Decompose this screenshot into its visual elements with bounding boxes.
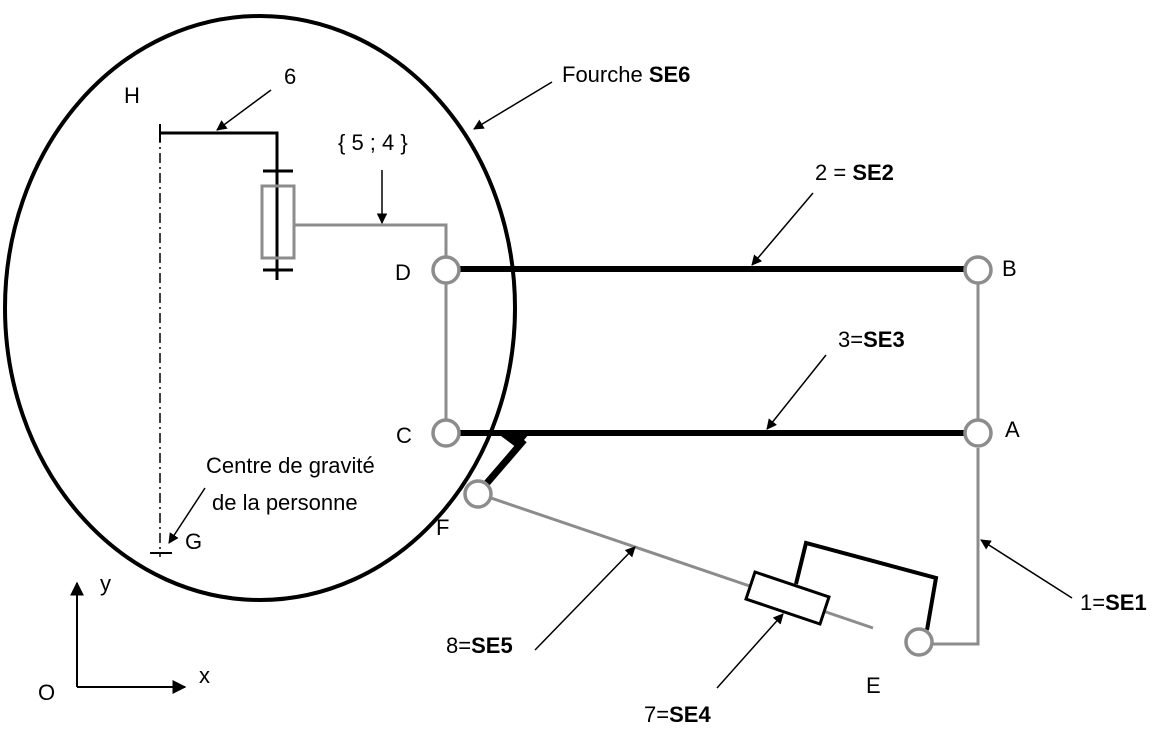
label-point-f: F	[436, 515, 449, 540]
arrow-part-6	[216, 89, 272, 131]
label-se1: 1=SE1	[1080, 590, 1147, 615]
arrow-se3	[766, 354, 827, 430]
joint-b	[963, 255, 993, 285]
joint-d	[431, 255, 461, 285]
label-point-e: E	[866, 673, 881, 698]
part-6-link	[160, 131, 279, 280]
bracket-se3	[497, 433, 530, 448]
fork-se6-ellipse	[3, 14, 517, 602]
label-se3: 3=SE3	[838, 327, 905, 352]
label-se4: 7=SE4	[644, 702, 711, 727]
arrow-se2	[751, 192, 814, 266]
label-gravity-line2: de la personne	[212, 490, 358, 515]
link-5-4	[294, 223, 448, 256]
label-se2: 2 = SE2	[815, 160, 894, 185]
label-point-b: B	[1002, 256, 1017, 281]
label-point-a: A	[1005, 417, 1020, 442]
arrow-se1	[980, 539, 1073, 599]
cylinder-se4-frame	[794, 540, 939, 631]
arrow-gravity	[168, 487, 206, 544]
label-part-5-4: { 5 ; 4 }	[338, 130, 408, 155]
label-axis-x: x	[199, 663, 210, 688]
slider-5-4	[260, 184, 296, 260]
label-point-g: G	[185, 529, 202, 554]
joint-e	[904, 627, 934, 657]
label-point-h: H	[124, 83, 140, 108]
label-axis-y: y	[100, 571, 111, 596]
label-part-6: 6	[284, 64, 296, 89]
label-axis-origin: O	[38, 680, 55, 705]
joint-c	[431, 418, 461, 448]
arrow-se4	[716, 613, 784, 689]
label-point-c: C	[396, 423, 412, 448]
label-gravity-line1: Centre de gravité	[206, 453, 375, 478]
label-point-d: D	[395, 260, 411, 285]
joint-a	[963, 418, 993, 448]
arrow-se5	[534, 546, 636, 651]
arrow-fourche	[473, 81, 553, 130]
label-fourche-se6: Fourche SE6	[562, 62, 690, 87]
link-se1-ae	[933, 448, 980, 646]
label-se5: 8=SE5	[446, 633, 513, 658]
arm-se3-f	[484, 437, 527, 486]
cylinder-se4	[744, 570, 831, 626]
joint-f	[463, 479, 493, 509]
